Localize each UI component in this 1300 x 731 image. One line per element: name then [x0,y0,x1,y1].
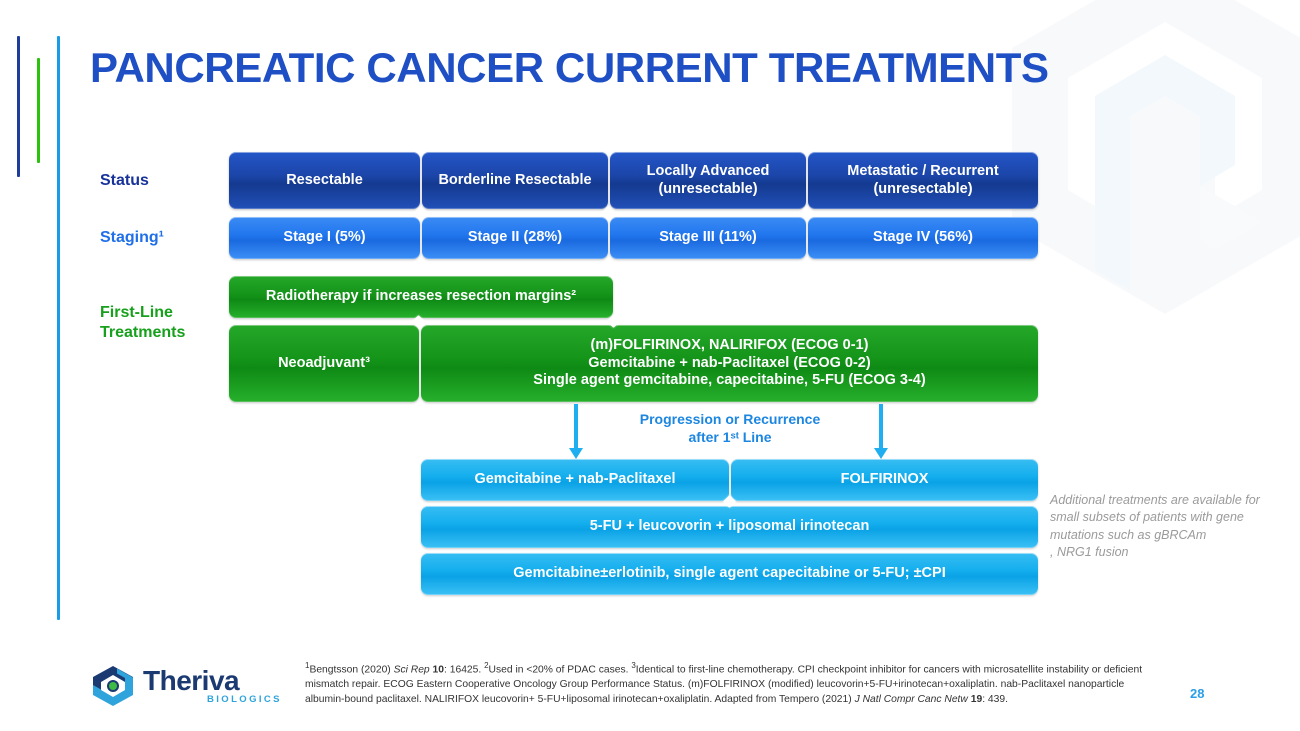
arrow-progression-left [569,404,583,459]
status-box-borderline-resectable[interactable]: Borderline Resectable [422,152,608,209]
page-title: PANCREATIC CANCER CURRENT TREATMENTS [90,44,1049,91]
staging-box-stage-1[interactable]: Stage I (5%) [229,217,420,259]
theriva-logo: Theriva BIOLOGICS [85,663,280,711]
row-label-status: Status [100,172,149,189]
progression-label: Progression or Recurrence after 1ˢᵗ Line [639,411,821,445]
logo-subtitle: BIOLOGICS [207,694,282,705]
accent-bar-green [37,58,40,163]
page-number: 28 [1190,686,1205,701]
status-box-locally-advanced[interactable]: Locally Advanced (unresectable) [610,152,806,209]
logo-wordmark: Theriva [143,665,240,696]
second-line-box-gem-erlotinib-cpi[interactable]: Gemcitabine±erlotinib, single agent cape… [421,553,1038,595]
status-box-resectable[interactable]: Resectable [229,152,420,209]
row-label-first-line: First-Line Treatments [100,304,186,341]
arrow-progression-right [874,404,888,459]
theriva-hexagon-icon [93,666,133,706]
row-label-staging: Staging¹ [100,229,164,246]
first-line-box-regimens[interactable]: (m)FOLFIRINOX, NALIRIFOX (ECOG 0-1) Gemc… [421,325,1038,402]
second-line-box-5fu-leucovorin-irinotecan[interactable]: 5-FU + leucovorin + liposomal irinotecan [421,506,1038,548]
first-line-box-radiotherapy[interactable]: Radiotherapy if increases resection marg… [229,276,613,318]
accent-bar-navy [17,36,20,177]
accent-bar-cyan [57,36,60,620]
footnotes: 1Bengtsson (2020) Sci Rep 10: 16425. 2Us… [305,661,1143,705]
second-line-box-gem-nab-paclitaxel[interactable]: Gemcitabine + nab-Paclitaxel [421,459,729,501]
first-line-box-neoadjuvant[interactable]: Neoadjuvant³ [229,325,419,402]
staging-box-stage-4[interactable]: Stage IV (56%) [808,217,1038,259]
status-box-metastatic-recurrent[interactable]: Metastatic / Recurrent (unresectable) [808,152,1038,209]
side-note-additional-treatments: Additional treatments are available for … [1050,493,1260,559]
second-line-box-folfirinox[interactable]: FOLFIRINOX [731,459,1038,501]
staging-box-stage-3[interactable]: Stage III (11%) [610,217,806,259]
staging-box-stage-2[interactable]: Stage II (28%) [422,217,608,259]
